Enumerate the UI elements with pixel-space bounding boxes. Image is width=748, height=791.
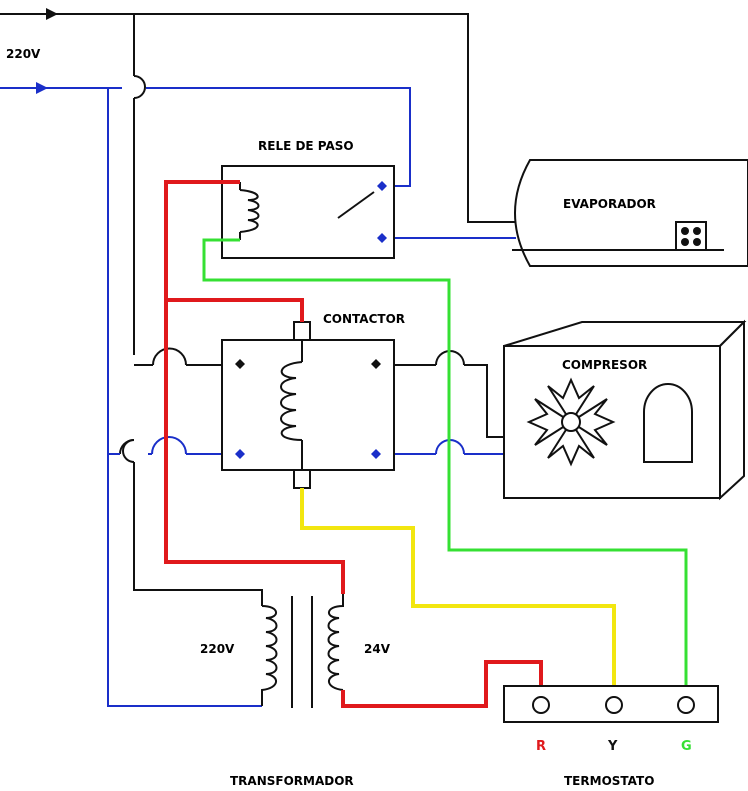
thermostat-label-y: Y	[607, 739, 618, 754]
compressor-fan-hub	[561, 412, 581, 432]
contactor-box	[221, 339, 395, 471]
blue-supply-arrow	[36, 82, 48, 94]
thermostat-terminal-r	[532, 696, 550, 714]
relay-label: RELE DE PASO	[258, 139, 354, 153]
transformer-primary-coil	[261, 605, 278, 706]
relay-coil	[239, 189, 260, 233]
thermostat-label: TERMOSTATO	[564, 774, 654, 788]
crossover-hump	[151, 436, 187, 455]
contactor-terminal-top	[293, 321, 311, 341]
compressor-door-icon	[643, 383, 693, 463]
thermostat-label-r: R	[536, 739, 546, 754]
supply-voltage-label: 220V	[6, 47, 41, 61]
transformer-secondary-coil	[327, 594, 344, 691]
contactor-coil	[280, 361, 303, 441]
contactor-label: CONTACTOR	[323, 312, 405, 326]
thermostat-terminal-y	[605, 696, 623, 714]
red-wire	[164, 180, 543, 708]
transformer-primary-label: 220V	[200, 642, 235, 656]
transformer-secondary-label: 24V	[364, 642, 391, 656]
yellow-wire	[300, 488, 616, 696]
transformer-label: TRANSFORMADOR	[230, 774, 354, 788]
crossover-hump	[152, 347, 187, 366]
black-supply-arrow	[46, 8, 58, 20]
contactor-terminal-l2-right	[371, 449, 381, 459]
thermostat-terminal-g	[677, 696, 695, 714]
contactor-terminal-bottom	[293, 469, 311, 489]
crossover-hump	[133, 75, 146, 99]
contactor-terminal-l1-left	[235, 359, 245, 369]
compressor-label: COMPRESOR	[562, 358, 647, 372]
compressor-unit	[503, 319, 747, 501]
evaporator-label: EVAPORADOR	[563, 197, 656, 211]
evaporator-vent-icon	[675, 221, 707, 251]
evaporator-unit	[512, 159, 748, 267]
thermostat-label-g: G	[681, 739, 692, 754]
contactor-terminal-l1-right	[371, 359, 381, 369]
relay-switch-contact	[337, 191, 375, 219]
relay-terminal-top	[377, 181, 387, 191]
crossover-hump	[119, 439, 135, 455]
relay-box	[221, 165, 395, 259]
relay-terminal-bottom	[377, 233, 387, 243]
black-supply-line	[0, 13, 516, 606]
contactor-terminal-l2-left	[235, 449, 245, 459]
green-wire	[202, 238, 688, 696]
